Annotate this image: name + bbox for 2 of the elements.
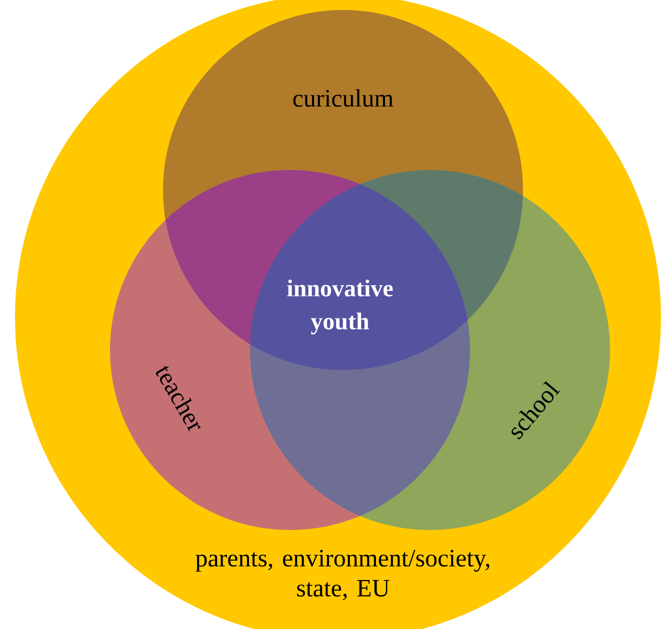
center-label: innovative youth xyxy=(287,280,393,334)
circle-label: curiculum xyxy=(293,89,394,107)
